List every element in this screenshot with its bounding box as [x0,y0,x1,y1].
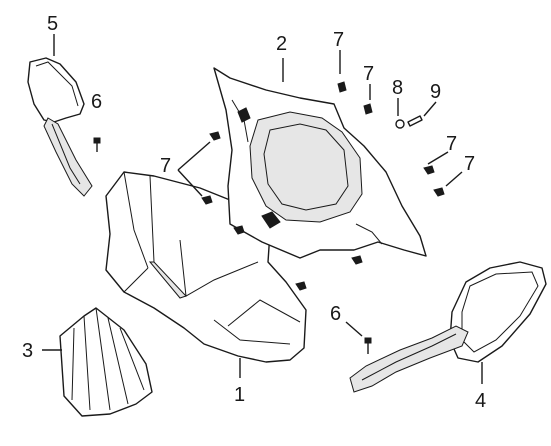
callout-9: 9 [430,81,441,103]
callout-7-second: 7 [363,63,374,85]
rear-cover [213,67,427,259]
callout-7-right-b: 7 [464,153,475,175]
bolt-left [93,137,101,152]
callout-7-right-a: 7 [446,133,457,155]
fan-cover [59,307,153,417]
leader-lines [42,34,483,384]
callout-6-right: 6 [330,303,341,325]
bolt-right [364,337,372,354]
screws [201,81,445,291]
callout-6-left: 6 [91,91,102,113]
callout-4: 4 [475,390,486,412]
callout-7-left: 7 [160,155,171,177]
washer [395,119,405,129]
right-mirror [349,261,547,393]
callout-7-top: 7 [333,29,344,51]
callout-1: 1 [234,384,245,406]
small-bolt [407,115,423,127]
callout-5: 5 [47,13,58,35]
callout-3: 3 [22,340,33,362]
callout-labels: 5 6 2 7 7 8 9 7 7 7 3 6 1 4 [22,13,486,412]
callout-2: 2 [276,33,287,55]
callout-8: 8 [392,77,403,99]
left-mirror [27,57,93,197]
